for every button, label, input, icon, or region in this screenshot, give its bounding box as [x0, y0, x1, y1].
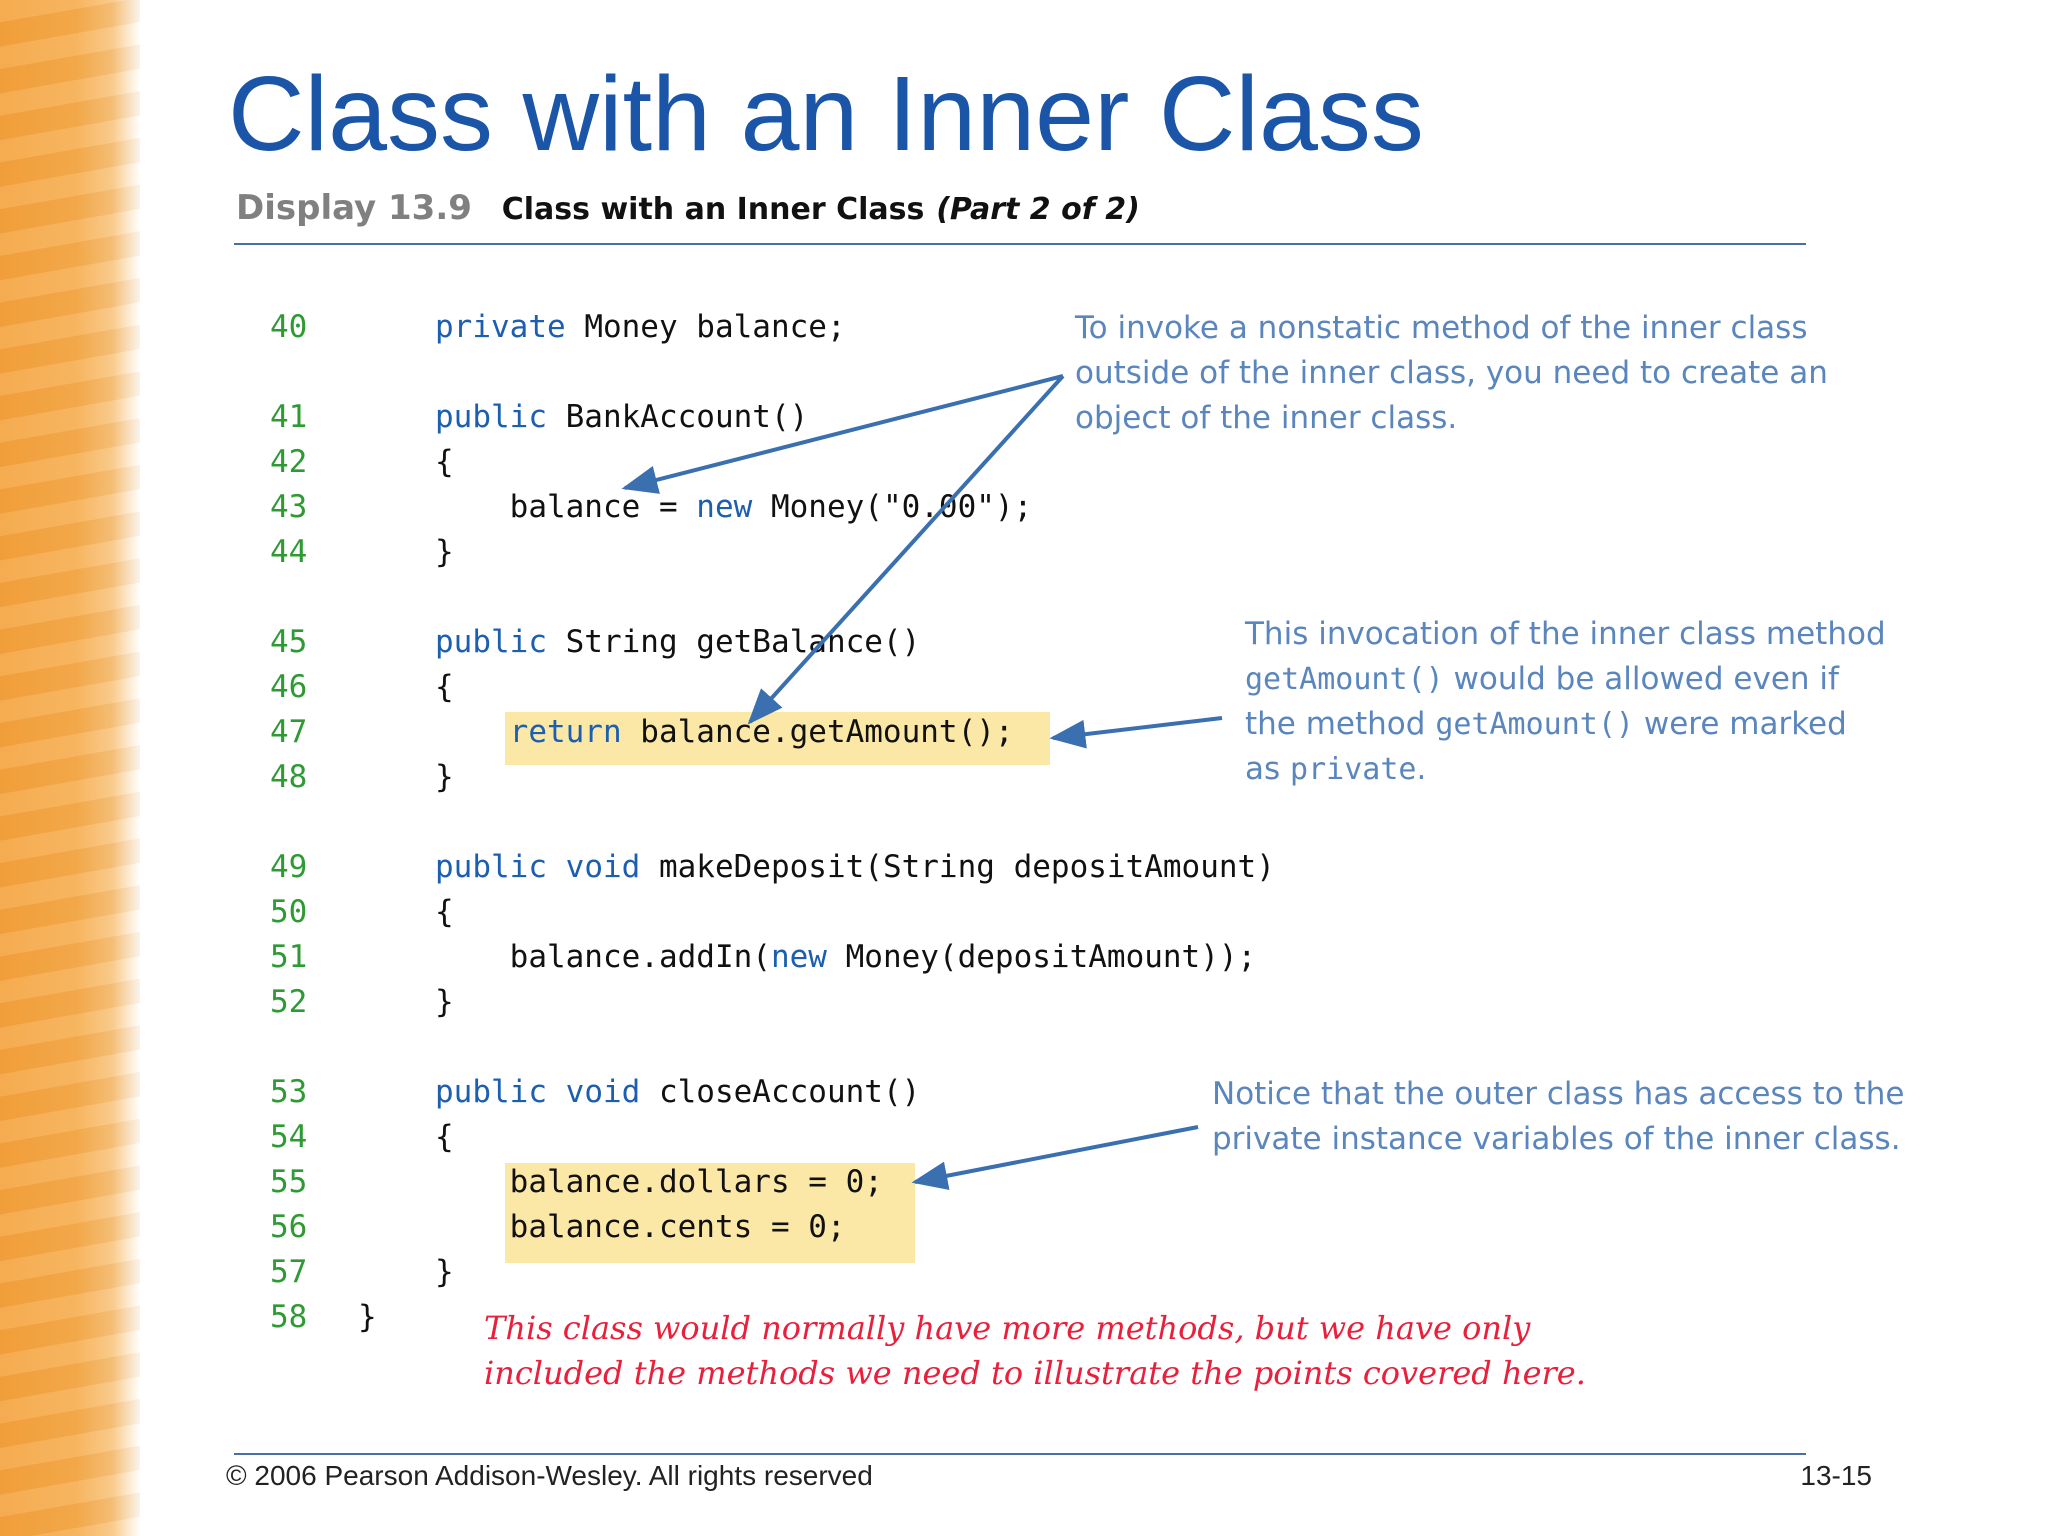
line-number: 56: [270, 1209, 308, 1245]
bottom-rule: [234, 1453, 1806, 1455]
code-token: balance.cents = 0;: [435, 1209, 846, 1245]
code-line: public void closeAccount(): [435, 1074, 920, 1110]
code-line: {: [435, 444, 454, 480]
line-number: 42: [270, 444, 308, 480]
code-line: {: [435, 894, 454, 930]
code-line: }: [435, 534, 454, 570]
code-token: makeDeposit(String depositAmount): [640, 849, 1275, 885]
code-token: {: [435, 894, 454, 930]
keyword-token: new: [696, 489, 753, 525]
line-number: 50: [270, 894, 308, 930]
code-token: BankAccount(): [546, 399, 809, 435]
keyword-token: new: [770, 939, 827, 975]
code-token: balance =: [435, 489, 697, 525]
keyword-token: public: [435, 1074, 547, 1110]
line-number: 44: [270, 534, 308, 570]
line-number: 53: [270, 1074, 308, 1110]
keyword-token: private: [435, 309, 566, 345]
code-line: }: [358, 1299, 377, 1335]
code-token: {: [435, 1119, 454, 1155]
code-token: {: [435, 444, 454, 480]
code-token: balance.dollars = 0;: [435, 1164, 883, 1200]
footer-page-number: 13-15: [1800, 1460, 1872, 1491]
line-number: 52: [270, 984, 308, 1020]
code-token: closeAccount(): [640, 1074, 921, 1110]
code-token: Money(depositAmount));: [826, 939, 1257, 975]
code-line: balance.addIn(new Money(depositAmount));: [435, 939, 1257, 975]
note-nonstatic-invoke: To invoke a nonstatic method of the inne…: [1075, 310, 1828, 436]
orange-sidebar-decoration: [0, 0, 140, 1536]
code-line: }: [435, 1254, 454, 1290]
top-rule: [234, 243, 1806, 245]
keyword-token: void: [565, 1074, 641, 1110]
line-number: 40: [270, 309, 308, 345]
note-private-invocation: This invocation of the inner class metho…: [1245, 616, 1886, 787]
code-token: }: [358, 1299, 377, 1335]
code-line: balance.dollars = 0;: [435, 1164, 883, 1200]
code-token: }: [435, 759, 454, 795]
code-line: public String getBalance(): [435, 624, 920, 660]
line-number: 57: [270, 1254, 308, 1290]
code-line: public BankAccount(): [435, 399, 808, 435]
code-line: balance = new Money("0.00");: [435, 489, 1033, 525]
code-token: }: [435, 534, 454, 570]
note-outer-access: Notice that the outer class has access t…: [1212, 1076, 1905, 1157]
line-number: 43: [270, 489, 308, 525]
line-number: 55: [270, 1164, 308, 1200]
code-line: public void makeDeposit(String depositAm…: [435, 849, 1275, 885]
code-token: balance.addIn(: [435, 939, 771, 975]
code-line: return balance.getAmount();: [435, 714, 1014, 750]
line-number: 54: [270, 1119, 308, 1155]
line-number: 45: [270, 624, 308, 660]
line-number: 51: [270, 939, 308, 975]
display-label: Display 13.9: [236, 188, 472, 228]
arrow-to-balance-new: [621, 374, 1064, 494]
keyword-token: return: [509, 714, 622, 750]
arrow-to-private-vars: [911, 1125, 1199, 1190]
line-number: 41: [270, 399, 308, 435]
keyword-token: public: [435, 399, 547, 435]
line-number: 46: [270, 669, 308, 705]
keyword-token: public: [435, 849, 547, 885]
display-name: Class with an Inner Class: [501, 192, 925, 227]
code-line: private Money balance;: [435, 309, 846, 345]
line-number: 58: [270, 1299, 308, 1335]
code-token: {: [435, 669, 454, 705]
slide-title: Class with an Inner Class: [228, 55, 1424, 173]
arrow-to-get-amount: [747, 374, 1065, 725]
code-line: balance.cents = 0;: [435, 1209, 846, 1245]
code-token: Money("0.00");: [752, 489, 1033, 525]
line-number: 48: [270, 759, 308, 795]
display-caption: Display 13.9 Class with an Inner Class (…: [236, 188, 1140, 228]
code-token: Money balance;: [565, 309, 846, 345]
code-token: }: [435, 984, 454, 1020]
code-token: String getBalance(): [546, 624, 921, 660]
code-line: {: [435, 669, 454, 705]
code-line: }: [435, 759, 454, 795]
display-part: (Part 2 of 2): [936, 192, 1140, 227]
code-line: {: [435, 1119, 454, 1155]
keyword-token: public: [435, 624, 547, 660]
line-number: 47: [270, 714, 308, 750]
code-token: }: [435, 1254, 454, 1290]
keyword-token: void: [565, 849, 641, 885]
footer-copyright: © 2006 Pearson Addison-Wesley. All right…: [226, 1460, 873, 1491]
arrow-to-return-line: [1049, 716, 1223, 749]
code-token: balance.getAmount();: [621, 714, 1014, 750]
highlight-close-account-lines: [505, 1163, 915, 1263]
line-number: 49: [270, 849, 308, 885]
code-line: }: [435, 984, 454, 1020]
note-more-methods: This class would normally have more meth…: [484, 1309, 1586, 1392]
